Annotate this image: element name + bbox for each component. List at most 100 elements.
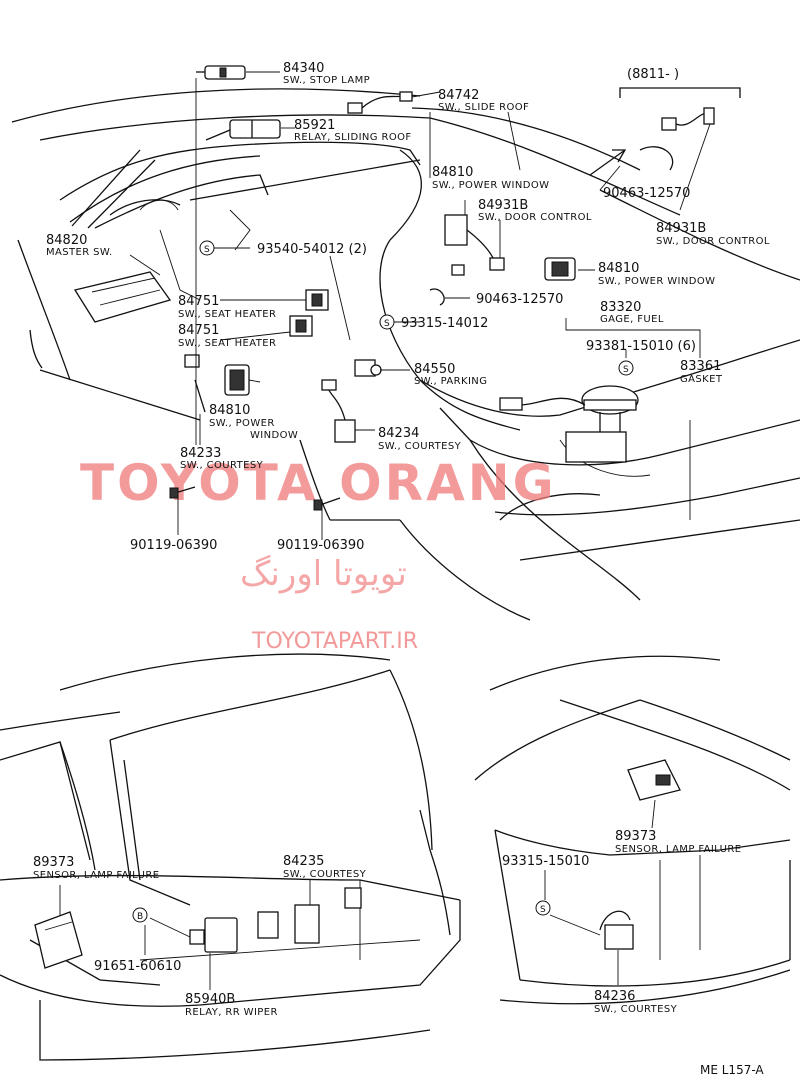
clip-marker-s-3: S — [618, 360, 634, 376]
part-number: 93540-54012 (2) — [257, 242, 367, 257]
part-description-cont: WINDOW — [250, 430, 298, 441]
date-range: (8811- ) — [627, 67, 679, 82]
part-description: SW., DOOR CONTROL — [478, 212, 592, 223]
part-number: 84810 — [598, 261, 639, 276]
callout-83320: 83320 GAGE, FUEL — [600, 300, 664, 325]
callout-84931b-right: 84931B SW., DOOR CONTROL — [656, 221, 769, 247]
stop-lamp-switch-part — [196, 65, 246, 80]
part-description: SW., SEAT HEATER — [178, 338, 276, 349]
courtesy-switch-84235-part — [257, 887, 362, 944]
part-number: 84810 — [209, 403, 250, 418]
part-description: SENSOR, LAMP FAILURE — [33, 870, 159, 881]
part-number: 93381-15010 (6) — [586, 339, 696, 354]
power-window-switch-left-part — [184, 354, 250, 413]
lamp-failure-sensor-left-part — [34, 911, 83, 969]
part-description: SW., COURTESY — [180, 460, 264, 471]
part-description: SW., POWER WINDOW — [598, 276, 715, 287]
clip-marker-b-1: B — [132, 907, 148, 923]
part-number: 93315-15010 — [502, 854, 589, 869]
part-description: GAGE, FUEL — [600, 314, 664, 325]
part-number: 84751 — [178, 323, 219, 338]
callout-84235: 84235 SW., COURTESY — [283, 854, 366, 880]
callout-83361: 83361 GASKET — [680, 359, 723, 385]
part-description: SW., SEAT HEATER — [178, 309, 276, 320]
part-number: 90463-12570 — [603, 186, 690, 201]
callout-93540-54012: 93540-54012 (2) — [257, 242, 367, 257]
part-number: 93315-14012 — [401, 316, 488, 331]
part-description: MASTER SW. — [46, 247, 113, 258]
screw-90119-right-part — [313, 497, 341, 511]
callout-84810-top: 84810 SW., POWER WINDOW — [432, 165, 549, 191]
sedan-rear-outline — [474, 655, 791, 1005]
svg-text:S: S — [540, 905, 546, 915]
callout-90463-12570-right: 90463-12570 — [603, 186, 690, 201]
wagon-body-outline — [0, 653, 461, 1061]
part-number: 89373 — [33, 855, 74, 870]
callout-91651-60610: 91651-60610 — [94, 959, 181, 974]
part-number: 83361 — [680, 359, 721, 374]
screw-90119-left-part — [169, 486, 196, 499]
clip-marker-s-1: S — [199, 240, 215, 256]
part-description: SW., COURTESY — [594, 1004, 678, 1015]
callout-93315-14012: 93315-14012 — [401, 316, 488, 331]
door-control-switch-right-part — [639, 107, 715, 171]
callout-84233: 84233 SW., COURTESY — [180, 446, 264, 471]
callout-93381-15010: 93381-15010 (6) — [586, 339, 696, 354]
part-number: 84234 — [378, 426, 419, 441]
part-number: 85921 — [294, 118, 335, 133]
callout-84236: 84236 SW., COURTESY — [594, 989, 678, 1015]
part-description: RELAY, RR WIPER — [185, 1007, 278, 1018]
part-number: 85940B — [185, 992, 235, 1007]
part-number: 91651-60610 — [94, 959, 181, 974]
slide-roof-switch-part — [347, 91, 413, 114]
watermark-persian: تویوتا اورنگ — [240, 554, 407, 594]
part-number: 84751 — [178, 294, 219, 309]
part-number: 89373 — [615, 829, 656, 844]
callout-84742: 84742 SW., SLIDE ROOF — [438, 88, 529, 113]
callout-85940b: 85940B RELAY, RR WIPER — [185, 992, 278, 1018]
part-description: SENSOR, LAMP FAILURE — [615, 844, 741, 855]
part-number: 84742 — [438, 88, 479, 103]
callout-84234: 84234 SW., COURTESY — [378, 426, 462, 452]
callout-84931b-center: 84931B SW., DOOR CONTROL — [478, 198, 592, 223]
part-description: SW., POWER — [209, 418, 275, 429]
part-number: 84236 — [594, 989, 635, 1004]
part-number: 84820 — [46, 233, 87, 248]
callout-84550: 84550 SW., PARKING — [414, 362, 487, 387]
callout-93315-15010: 93315-15010 — [502, 854, 589, 869]
diagram-code: ME L157-A — [700, 1063, 764, 1077]
part-description: SW., POWER WINDOW — [432, 180, 549, 191]
date-range-bracket — [619, 87, 741, 98]
part-number: 90119-06390 — [130, 538, 217, 553]
callout-84810-right: 84810 SW., POWER WINDOW — [598, 261, 715, 287]
fuel-gage-part — [499, 385, 639, 463]
callout-85921: 85921 RELAY, SLIDING ROOF — [294, 118, 411, 143]
part-description: SW., COURTESY — [378, 441, 462, 452]
part-description: SW., SLIDE ROOF — [438, 102, 529, 113]
clip-marker-s-4: S — [535, 900, 551, 916]
svg-text:S: S — [204, 245, 210, 255]
courtesy-switch-84234-part — [321, 379, 356, 443]
part-description: GASKET — [680, 374, 723, 385]
part-number: 84550 — [414, 362, 455, 377]
part-number: 84235 — [283, 854, 324, 869]
part-number: 84233 — [180, 446, 221, 461]
leader-lines — [59, 71, 711, 990]
callout-84340: 84340 SW., STOP LAMP — [283, 61, 370, 86]
part-description: SW., STOP LAMP — [283, 75, 370, 86]
master-switch-part — [73, 271, 172, 323]
callout-84751-a: 84751 SW., SEAT HEATER — [178, 294, 276, 320]
part-number: 90119-06390 — [277, 538, 364, 553]
callout-89373-left: 89373 SENSOR, LAMP FAILURE — [33, 855, 159, 881]
parking-switch-part — [354, 359, 382, 377]
rear-wiper-relay-part — [189, 917, 238, 953]
callout-90119-06390-left: 90119-06390 — [130, 538, 217, 553]
svg-text:B: B — [137, 912, 143, 922]
part-description: SW., PARKING — [414, 376, 487, 387]
clip-90463-part — [429, 288, 445, 306]
clip-marker-s-2: S — [379, 314, 395, 330]
watermark-url: TOYOTAPART.IR — [251, 629, 418, 654]
part-number: 90463-12570 — [476, 292, 563, 307]
part-number: 84340 — [283, 61, 324, 76]
